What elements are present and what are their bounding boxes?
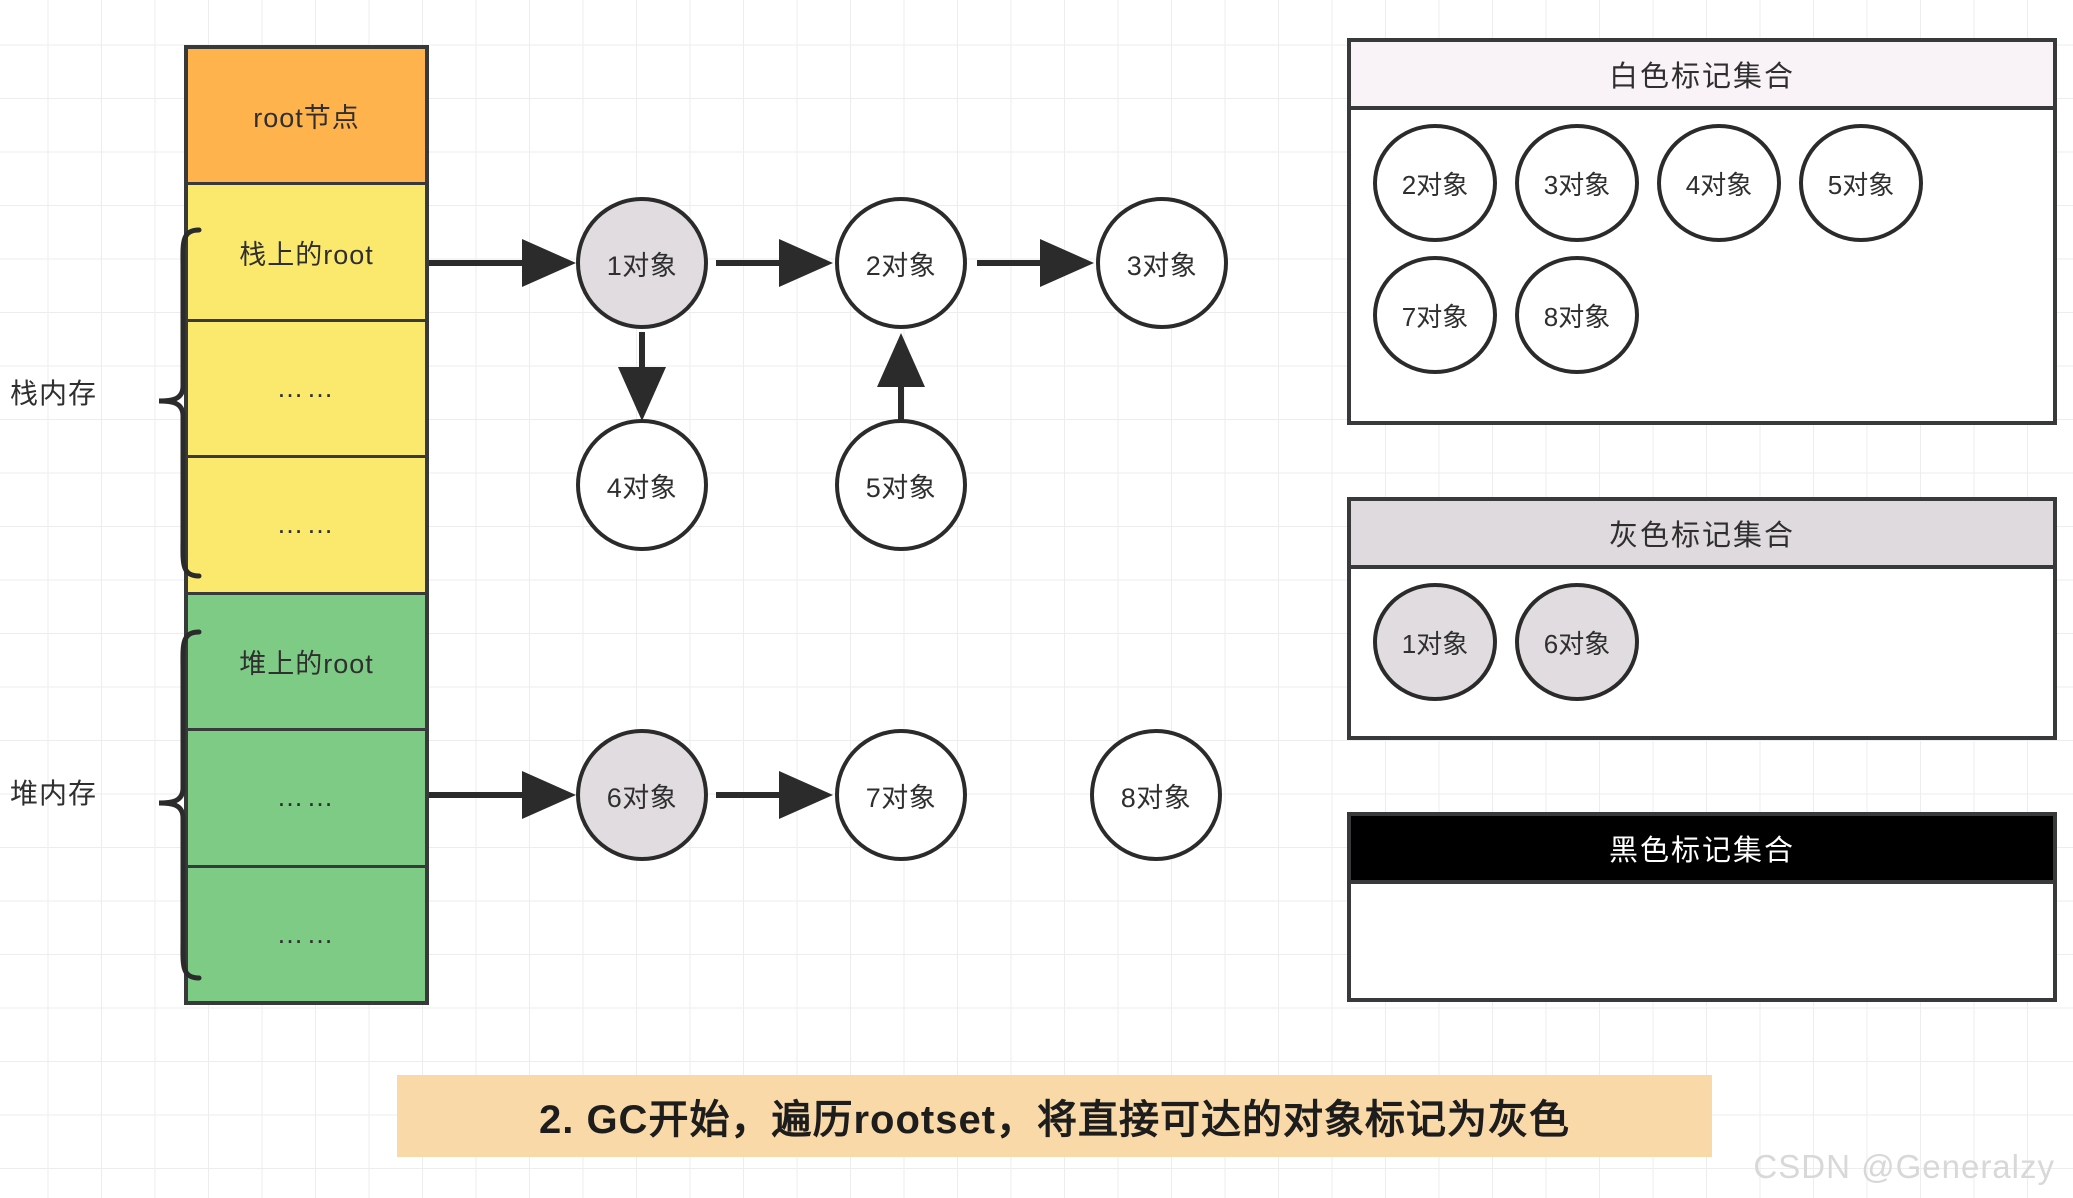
- memory-cell-label: ……: [276, 373, 337, 404]
- set-node-grey-2[interactable]: 6对象: [1515, 583, 1639, 701]
- stack-memory-brace-icon: [158, 227, 202, 579]
- memory-cell-heap-filler-1: ……: [188, 731, 425, 868]
- graph-node-label: 7对象: [865, 782, 937, 813]
- set-node-white-2[interactable]: 3对象: [1515, 124, 1639, 242]
- graph-node-obj4[interactable]: 4对象: [576, 419, 708, 551]
- set-node-white-5[interactable]: 7对象: [1373, 256, 1497, 374]
- memory-cell-label: root节点: [253, 103, 360, 134]
- heap-memory-brace-icon: [158, 629, 202, 981]
- graph-node-label: 8对象: [1120, 782, 1192, 813]
- grey-mark-set-header: 灰色标记集合: [1351, 501, 2053, 569]
- set-node-label: 3对象: [1543, 169, 1611, 200]
- watermark-text: CSDN @Generalzy: [1753, 1148, 2055, 1185]
- graph-node-label: 6对象: [606, 782, 678, 813]
- black-mark-set-body: [1351, 884, 2053, 914]
- set-node-label: 8对象: [1543, 301, 1611, 332]
- memory-cell-label: 堆上的root: [239, 648, 374, 679]
- set-node-label: 7对象: [1401, 301, 1469, 332]
- graph-node-obj2[interactable]: 2对象: [835, 197, 967, 329]
- memory-cell-stack-filler-2: ……: [188, 458, 425, 595]
- graph-node-label: 5对象: [865, 472, 937, 503]
- stack-memory-label: 栈内存: [10, 378, 98, 409]
- set-node-label: 6对象: [1543, 628, 1611, 659]
- set-node-label: 5对象: [1827, 169, 1895, 200]
- graph-node-label: 3对象: [1126, 250, 1198, 281]
- memory-cell-stack-filler-1: ……: [188, 321, 425, 459]
- memory-cell-label: ……: [276, 918, 337, 949]
- white-mark-set-header: 白色标记集合: [1351, 42, 2053, 110]
- graph-node-obj5[interactable]: 5对象: [835, 419, 967, 551]
- black-mark-set-header: 黑色标记集合: [1351, 816, 2053, 884]
- white-mark-set-panel: 白色标记集合 2对象 3对象 4对象 5对象 7对象 8对象: [1347, 38, 2057, 425]
- grey-mark-set-panel: 灰色标记集合 1对象 6对象: [1347, 497, 2057, 740]
- graph-node-label: 2对象: [865, 250, 937, 281]
- memory-cell-heap-root: 堆上的root: [188, 594, 425, 732]
- heap-memory-label: 堆内存: [10, 778, 98, 809]
- black-mark-set-title: 黑色标记集合: [1608, 835, 1795, 867]
- black-mark-set-panel: 黑色标记集合: [1347, 812, 2057, 1002]
- memory-cell-stack-root: 栈上的root: [188, 185, 425, 322]
- graph-node-obj6[interactable]: 6对象: [576, 729, 708, 861]
- white-mark-set-body: 2对象 3对象 4对象 5对象 7对象 8对象: [1351, 110, 2053, 390]
- memory-cell-root: root节点: [188, 49, 425, 186]
- grey-mark-set-body: 1对象 6对象: [1351, 569, 2053, 717]
- step-caption-text: 2. GC开始，遍历rootset，将直接可达的对象标记为灰色: [538, 1098, 1571, 1142]
- set-node-label: 2对象: [1401, 169, 1469, 200]
- set-node-white-1[interactable]: 2对象: [1373, 124, 1497, 242]
- graph-node-obj3[interactable]: 3对象: [1096, 197, 1228, 329]
- graph-node-label: 1对象: [606, 250, 678, 281]
- graph-node-label: 4对象: [606, 472, 678, 503]
- graph-node-obj1[interactable]: 1对象: [576, 197, 708, 329]
- memory-cell-label: ……: [276, 782, 337, 813]
- memory-column: root节点 栈上的root …… …… 堆上的root …… ……: [184, 45, 429, 1005]
- grey-mark-set-title: 灰色标记集合: [1608, 520, 1795, 552]
- set-node-label: 1对象: [1401, 628, 1469, 659]
- set-node-white-4[interactable]: 5对象: [1799, 124, 1923, 242]
- memory-cell-heap-filler-2: ……: [188, 867, 425, 1001]
- memory-cell-label: ……: [276, 509, 337, 540]
- graph-node-obj8[interactable]: 8对象: [1090, 729, 1222, 861]
- set-node-grey-1[interactable]: 1对象: [1373, 583, 1497, 701]
- set-node-white-3[interactable]: 4对象: [1657, 124, 1781, 242]
- white-mark-set-title: 白色标记集合: [1608, 61, 1795, 93]
- watermark: CSDN @Generalzy: [1753, 1148, 2055, 1186]
- graph-node-obj7[interactable]: 7对象: [835, 729, 967, 861]
- set-node-label: 4对象: [1685, 169, 1753, 200]
- step-caption: 2. GC开始，遍历rootset，将直接可达的对象标记为灰色: [397, 1075, 1712, 1157]
- set-node-white-6[interactable]: 8对象: [1515, 256, 1639, 374]
- memory-cell-label: 栈上的root: [239, 239, 374, 270]
